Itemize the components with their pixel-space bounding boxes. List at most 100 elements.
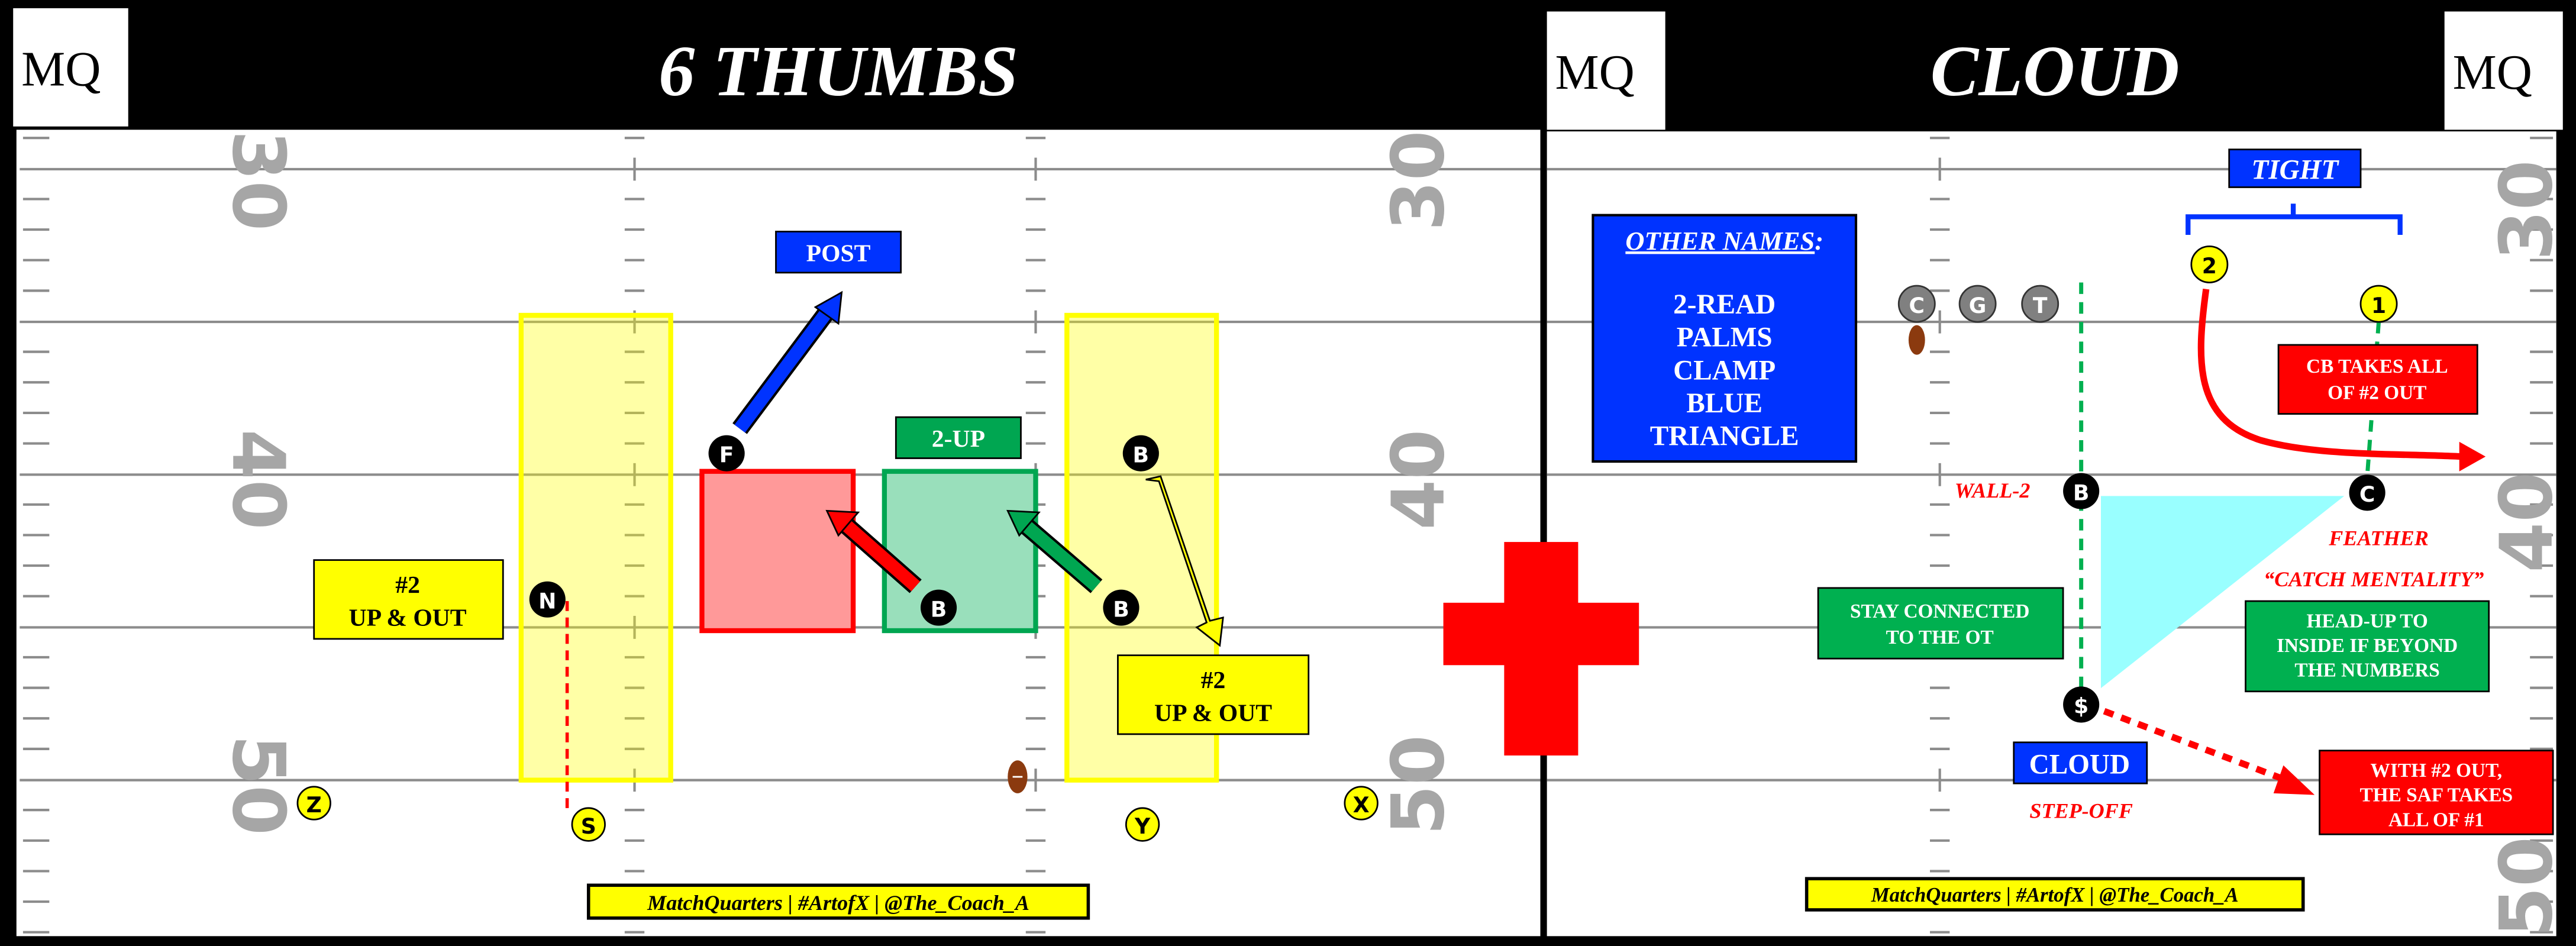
yard-number-40-right: 40 [1377, 430, 1461, 530]
svg-text:C: C [1909, 293, 1925, 318]
svg-text:G: G [1969, 293, 1987, 318]
yard-number-30-right: 30 [1377, 130, 1461, 231]
svg-text:MQ: MQ [2453, 46, 2532, 100]
catch-mentality-label: “CATCH MENTALITY” [2264, 567, 2484, 591]
yellow-arrow [1145, 475, 1224, 647]
svg-text:1: 1 [2371, 293, 2386, 318]
cloud-label: CLOUD [2013, 741, 2148, 784]
field-numbers-left: 30 40 50 30 40 50 [217, 130, 1461, 835]
svg-text:C: C [2359, 482, 2375, 507]
safety-dotted-route [2103, 708, 2296, 787]
svg-text:#2: #2 [1201, 667, 1226, 694]
svg-text:Z: Z [306, 792, 322, 818]
label-right-up-and-out: #2 UP & OUT [1117, 654, 1310, 735]
field-numbers-right: 30 40 50 [2484, 160, 2568, 937]
tight-label: TIGHT [2228, 148, 2362, 188]
svg-text:INSIDE IF BEYOND: INSIDE IF BEYOND [2277, 635, 2458, 657]
yard-number-40: 40 [2484, 472, 2568, 573]
plus-icon [1443, 542, 1639, 755]
right-panel: MQ MQ CLOUD OTHER NAMES: 2-READ PALMS CL… [1547, 11, 2568, 937]
panel-divider [1540, 0, 1547, 946]
player-z: Z [296, 786, 331, 821]
cb-takes-all-box: CB TAKES ALL OF #2 OUT [2277, 344, 2478, 415]
yard-number-50-right: 50 [1377, 735, 1461, 835]
player-x: X [1344, 786, 1379, 821]
player-c: C [2349, 474, 2385, 511]
wall-2-label: WALL-2 [1955, 479, 2031, 502]
two-out-route-arrowhead [2459, 441, 2486, 472]
svg-text:UP & OUT: UP & OUT [1154, 700, 1272, 727]
zone-green [882, 469, 1038, 634]
svg-text:F: F [719, 442, 734, 467]
other-name: TRIANGLE [1650, 421, 1799, 451]
svg-text:CB TAKES ALL: CB TAKES ALL [2306, 356, 2448, 377]
coverage-triangle [2100, 496, 2345, 689]
football-icon [1008, 760, 1028, 793]
left-panel: MQ 6 THUMBS 30 40 50 30 40 50 POST 2-UP [13, 8, 1541, 937]
ol-players: C G T [1897, 285, 2059, 355]
label-left-up-and-out: #2 UP & OUT [313, 559, 504, 640]
zone-red [699, 469, 856, 634]
yard-number-50: 50 [217, 735, 301, 835]
player-b-1: B [920, 589, 957, 626]
svg-text:N: N [538, 589, 556, 614]
player-2: 2 [2190, 246, 2229, 283]
svg-text:STAY CONNECTED: STAY CONNECTED [1850, 600, 2029, 622]
player-g: G [1958, 285, 1997, 323]
svg-text:S: S [581, 813, 596, 839]
svg-text:THE NUMBERS: THE NUMBERS [2294, 660, 2439, 682]
page-title: 6 THUMBS [658, 31, 1018, 111]
svg-text:2: 2 [2202, 253, 2217, 279]
svg-text:#2: #2 [395, 572, 420, 599]
svg-text:T: T [2033, 293, 2048, 318]
other-name: BLUE [1686, 388, 1762, 419]
svg-text:POST: POST [806, 240, 871, 267]
post-arrow [732, 290, 843, 434]
player-s: S [571, 807, 606, 842]
safety-route-arrowhead [2273, 765, 2315, 795]
svg-text:OF #2 OUT: OF #2 OUT [2328, 382, 2426, 404]
feather-label: FEATHER [2328, 527, 2429, 550]
other-name: 2-READ [1673, 289, 1776, 320]
right-logo-left: MQ [1547, 11, 1665, 130]
green-arrow [1006, 509, 1103, 593]
svg-text:CLOUD: CLOUD [2029, 750, 2130, 780]
footer-credit-right: MatchQuarters | #ArtofX | @The_Coach_A [1805, 877, 2305, 912]
tight-bracket [2186, 204, 2403, 235]
two-up-label: 2-UP [895, 416, 1022, 459]
svg-text:MQ: MQ [1555, 46, 1635, 100]
red-arrow [825, 509, 922, 593]
step-off-label: STEP-OFF [2029, 799, 2133, 822]
svg-text:TO THE OT: TO THE OT [1886, 627, 1994, 648]
player-t: T [2021, 285, 2059, 323]
player-b-3: B [1122, 435, 1159, 472]
svg-text:HEAD-UP TO: HEAD-UP TO [2306, 610, 2427, 632]
player-safety: $ [2063, 686, 2100, 723]
player-c-line: C [1897, 285, 1936, 323]
yard-number-30: 30 [2484, 160, 2568, 260]
saf-takes-all-box: WITH #2 OUT, THE SAF TAKES ALL OF #1 [2319, 750, 2554, 835]
player-b: B [2063, 473, 2100, 509]
yard-number-40: 40 [217, 430, 301, 530]
svg-text:OTHER NAMES:: OTHER NAMES: [1625, 226, 1823, 256]
player-y: Y [1125, 807, 1160, 842]
head-up-box: HEAD-UP TO INSIDE IF BEYOND THE NUMBERS [2245, 600, 2490, 693]
yard-number-50: 50 [2484, 837, 2568, 937]
yard-number-30: 30 [217, 130, 301, 231]
other-names-box: OTHER NAMES: 2-READ PALMS CLAMP BLUE TRI… [1592, 214, 1858, 463]
svg-text:X: X [1353, 792, 1370, 818]
svg-text:THE SAF TAKES: THE SAF TAKES [2359, 784, 2513, 806]
svg-text:MatchQuarters | #ArtofX | @The: MatchQuarters | #ArtofX | @The_Coach_A [1871, 883, 2239, 906]
svg-text:TIGHT: TIGHT [2251, 155, 2339, 186]
left-logo: MQ [13, 8, 128, 127]
svg-text:UP & OUT: UP & OUT [349, 605, 467, 632]
mq-logo-text: MQ [21, 42, 101, 96]
svg-text:$: $ [2074, 693, 2088, 719]
player-b-2: B [1103, 589, 1139, 626]
right-logo-right: MQ [2444, 11, 2563, 130]
football-icon [1908, 325, 1925, 355]
svg-text:B: B [1113, 596, 1129, 622]
svg-text:B: B [2073, 480, 2090, 505]
other-name: PALMS [1677, 322, 1773, 353]
